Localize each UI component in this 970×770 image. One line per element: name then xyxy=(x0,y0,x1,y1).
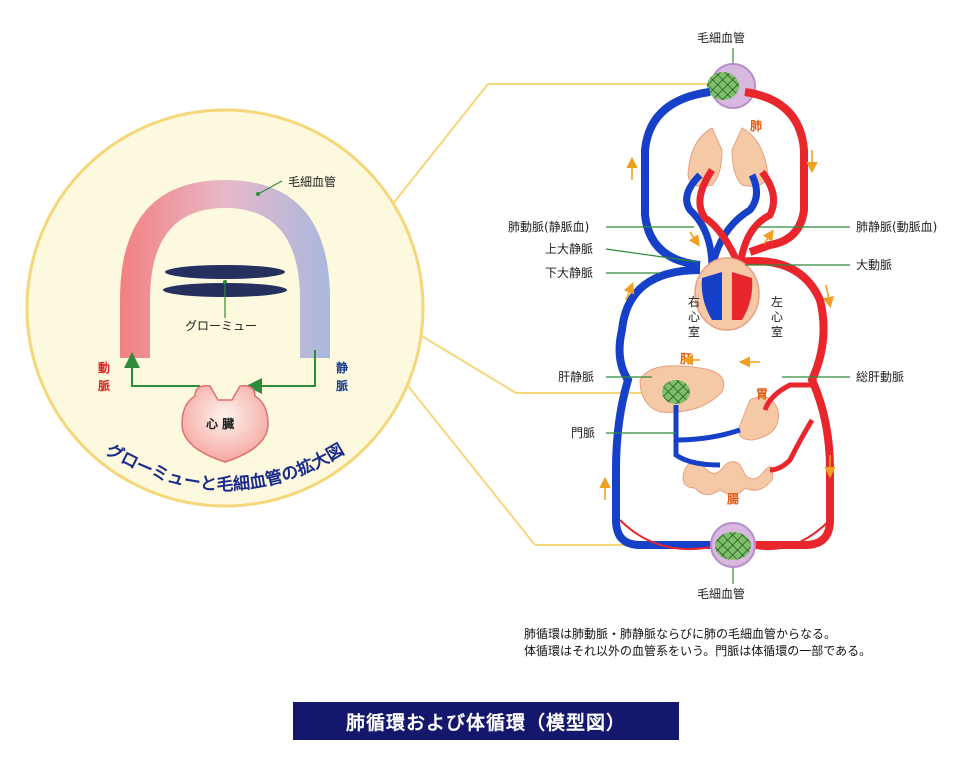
intestine-shape xyxy=(682,461,774,495)
vein-label-1: 静 xyxy=(336,360,348,375)
label-pulmonary-artery: 肺動脈(静脈血) xyxy=(508,220,589,234)
rv-3: 室 xyxy=(688,324,700,339)
rv-2: 心 xyxy=(688,310,700,324)
label-hepatic-vein: 肝静脈 xyxy=(558,370,594,384)
capillary-arch xyxy=(120,180,330,358)
lv-1: 左 xyxy=(771,294,783,309)
capillary-bottom-label: 毛細血管 xyxy=(697,586,745,601)
label-superior-vena-cava: 上大静脈 xyxy=(545,242,593,256)
model-diagram: 毛細血管 肺 右 心 室 左 心 室 肝 胃 xyxy=(508,30,937,601)
liver-capillary-mesh xyxy=(662,380,690,404)
portal-vein-vessel xyxy=(673,405,741,468)
zoom-connectors xyxy=(387,83,715,546)
label-hepatic-artery: 総肝動脈 xyxy=(856,370,904,384)
capillary-bottom-mesh xyxy=(715,532,751,560)
caption-line-1: 肺循環は肺動脈・肺静脈ならびに肺の毛細血管からなる。 xyxy=(524,627,837,641)
capillary-top-mesh xyxy=(707,72,739,100)
systemic-vein-loop xyxy=(612,88,712,549)
lv-3: 室 xyxy=(771,324,783,339)
lv-2: 心 xyxy=(771,310,783,324)
systemic-artery-loop xyxy=(739,88,834,549)
right-heart xyxy=(701,272,722,320)
capillary-top-label: 毛細血管 xyxy=(697,30,745,45)
capillary-label: 毛細血管 xyxy=(288,174,336,189)
pulmonary-artery-vessel xyxy=(683,172,716,269)
magnified-view: 毛細血管 グローミュー 心 臓 動 脈 静 脈 グローミューと毛細血管の拡大図 xyxy=(25,108,425,508)
figure-title: 肺循環および体循環（模型図） xyxy=(293,702,679,740)
label-aorta: 大動脈 xyxy=(856,258,892,272)
liver-label: 肝 xyxy=(680,351,692,366)
hepatic-artery-vessel xyxy=(762,382,815,473)
caption-line-2: 体循環はそれ以外の血管系をいう。門脈は体循環の一部である。 xyxy=(524,644,872,658)
glomus-label: グローミュー xyxy=(185,319,257,333)
lung-label: 肺 xyxy=(750,118,762,133)
stomach-shape xyxy=(738,396,779,441)
heart-label: 心 臓 xyxy=(206,416,234,431)
caption: 肺循環は肺動脈・肺静脈ならびに肺の毛細血管からなる。 体循環はそれ以外の血管系を… xyxy=(524,626,871,660)
label-portal-vein: 門脈 xyxy=(571,426,595,440)
stomach-label: 胃 xyxy=(756,387,768,401)
vein-label-2: 脈 xyxy=(336,378,348,393)
pulmonary-vein-vessel xyxy=(736,169,778,269)
artery-label-2: 脈 xyxy=(98,378,110,393)
artery-label-1: 動 xyxy=(98,360,110,375)
rv-1: 右 xyxy=(688,294,700,309)
glomus-shunt-upper xyxy=(165,265,285,279)
intestine-label: 腸 xyxy=(727,492,739,506)
label-pulmonary-vein: 肺静脈(動脈血) xyxy=(856,220,937,234)
figure-title-text: 肺循環および体循環（模型図） xyxy=(345,711,626,734)
left-heart xyxy=(732,272,753,320)
heart-shape xyxy=(181,384,269,463)
label-inferior-vena-cava: 下大静脈 xyxy=(545,266,593,280)
